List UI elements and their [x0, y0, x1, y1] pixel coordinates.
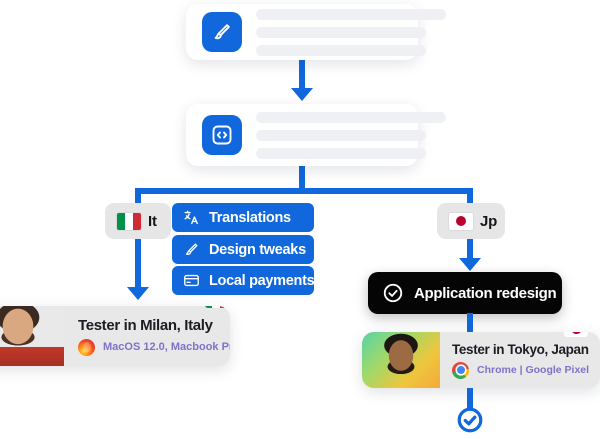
tester-device: MacOS 12.0, Macbook Pro — [78, 338, 230, 356]
task-label: Design tweaks — [209, 241, 306, 258]
check-circle-icon — [382, 282, 404, 304]
japan-flag — [564, 332, 588, 337]
tester-info: Tester in Milan, Italy MacOS 12.0, Macbo… — [64, 306, 230, 366]
japan-flag — [449, 212, 473, 230]
connector-branch-horizontal — [135, 188, 473, 194]
status-check-circle[interactable] — [455, 405, 485, 435]
task-pill-design-tweaks[interactable]: Design tweaks — [172, 235, 314, 264]
skeleton-line — [256, 8, 446, 20]
tester-card-tokyo[interactable]: Tester in Tokyo, Japan Chrome | Google P… — [362, 332, 600, 388]
locale-badge-it[interactable]: It — [105, 203, 171, 239]
avatar-tokyo — [362, 332, 440, 388]
tester-device-label: Chrome | Google Pixel — [477, 364, 590, 376]
translate-icon — [183, 209, 200, 226]
connector-card2-trunk — [299, 166, 305, 192]
tester-device: Chrome | Google Pixel — [452, 361, 600, 379]
brush-icon — [183, 241, 200, 258]
skeleton-line — [256, 111, 446, 123]
skeleton-line — [256, 147, 426, 159]
connector-jp-pill — [467, 239, 473, 261]
task-label: Local payments — [209, 272, 315, 289]
task-label: Translations — [209, 209, 291, 226]
skeleton-line — [256, 44, 426, 56]
code-brackets-icon — [202, 115, 242, 155]
highlight-pill-application-redesign[interactable]: Application redesign — [368, 272, 562, 314]
check-circle-icon — [455, 405, 485, 435]
skeleton-line — [256, 26, 426, 38]
tester-device-label: MacOS 12.0, Macbook Pro — [103, 341, 230, 353]
locale-label: It — [148, 212, 157, 230]
code-card[interactable] — [186, 104, 446, 166]
design-card[interactable] — [186, 4, 446, 60]
connector-tokyo-status — [467, 388, 473, 410]
credit-card-icon — [183, 272, 200, 289]
chrome-icon — [452, 361, 469, 379]
connector-pill-tokyo — [467, 313, 473, 337]
skeleton-lines — [256, 111, 446, 159]
locale-label: Jp — [480, 212, 498, 230]
italy-flag — [204, 306, 227, 308]
arrow-head-it-milan — [127, 287, 149, 300]
firefox-icon — [78, 338, 95, 356]
connector-branch-left-down — [135, 188, 141, 210]
brush-icon — [202, 12, 242, 52]
locale-badge-jp[interactable]: Jp — [437, 203, 505, 239]
italy-flag — [117, 212, 141, 230]
avatar-milan — [0, 306, 64, 366]
skeleton-line — [256, 129, 426, 141]
arrow-head-card1-card2 — [291, 88, 313, 101]
tester-card-milan[interactable]: Tester in Milan, Italy MacOS 12.0, Macbo… — [0, 306, 230, 366]
task-pill-local-payments[interactable]: Local payments — [172, 266, 315, 295]
connector-branch-right-down — [467, 188, 473, 210]
tester-name: Tester in Tokyo, Japan — [452, 341, 589, 357]
tester-info: Tester in Tokyo, Japan Chrome | Google P… — [440, 332, 600, 388]
task-pill-translations[interactable]: Translations — [172, 203, 314, 232]
skeleton-lines — [256, 8, 446, 56]
highlight-pill-label: Application redesign — [414, 284, 557, 302]
connector-it-milan — [135, 239, 141, 291]
arrow-head-jp-pill — [459, 258, 481, 271]
tester-name: Tester in Milan, Italy — [78, 316, 213, 334]
connector-card1-card2 — [299, 58, 305, 92]
